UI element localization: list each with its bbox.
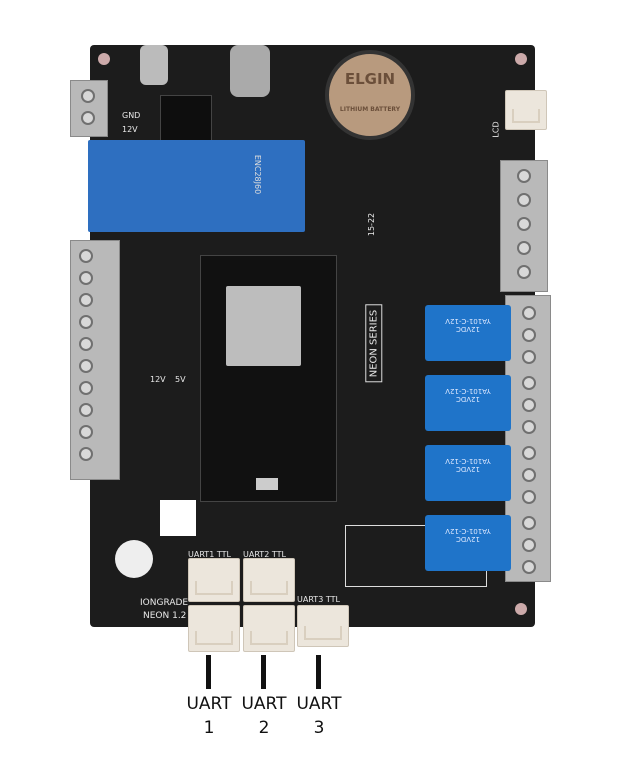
uart1-annotation: UART (186, 694, 232, 714)
mount-hole (515, 53, 527, 65)
relay-rating: 12VDC (456, 325, 480, 333)
lcd-label: LCD (491, 121, 501, 138)
relay-model: YA101-C-12V (445, 527, 491, 535)
relay-model: YA101-C-12V (445, 317, 491, 325)
12v-label: 12V (122, 125, 138, 134)
uart3-pointer (316, 655, 321, 689)
date-code: 15-22 (367, 212, 377, 237)
battery-brand: ELGIN (344, 70, 396, 88)
relay-model: YA101-C-12V (445, 457, 491, 465)
screw-icon (81, 89, 95, 103)
qr-code (160, 500, 196, 536)
uart3-connector-label: UART3 TTL (297, 595, 340, 604)
relay-rating: 12VDC (456, 535, 480, 543)
lcd-connector (505, 90, 547, 130)
uart1-number: 1 (203, 718, 215, 738)
uart3-annotation: UART (296, 694, 342, 714)
output-terminal-block (500, 160, 548, 292)
jumper-12v: 12V (150, 375, 166, 384)
uart1-pointer (206, 655, 211, 689)
uart2-connector (243, 605, 295, 652)
uart2-connector-label: UART2 TTL (243, 550, 286, 559)
module-label: ENC28J60 (253, 154, 263, 195)
screw-icon (81, 111, 95, 125)
relay-model: YA101-C-12V (445, 387, 491, 395)
uart3-number: 3 (313, 718, 325, 738)
gnd-label: GND (122, 111, 141, 120)
series-label: NEON SERIES (365, 304, 383, 383)
esp32-board (200, 255, 337, 502)
uart3-connector (297, 605, 349, 647)
io-terminal-block (70, 240, 120, 480)
ethernet-module: ENC28J60 (88, 140, 305, 232)
brand-label: IONGRADE (140, 598, 189, 608)
uart2-pointer (261, 655, 266, 689)
capacitor (140, 45, 168, 85)
coin-battery: ELGIN LITHIUM BATTERY (325, 50, 415, 140)
regulator-chip (160, 95, 212, 142)
battery-label: LITHIUM BATTERY (339, 106, 401, 113)
capacitor (230, 45, 270, 97)
relay-terminal-block (505, 295, 551, 582)
esp32-module (226, 286, 301, 366)
sticker (115, 540, 153, 578)
uart1-connector-label: UART1 TTL (188, 550, 231, 559)
uart2-connector-top (243, 558, 295, 602)
uart2-number: 2 (258, 718, 270, 738)
relay-rating: 12VDC (456, 465, 480, 473)
power-terminal (70, 80, 108, 137)
relay-rating: 12VDC (456, 395, 480, 403)
uart1-connector (188, 605, 240, 652)
uart1-connector-top (188, 558, 240, 602)
mount-hole (515, 603, 527, 615)
mount-hole (98, 53, 110, 65)
jumper-5v: 5V (175, 375, 186, 384)
uart2-annotation: UART (241, 694, 287, 714)
model-label: NEON 1.2 (143, 611, 187, 621)
usb-port[interactable] (256, 478, 278, 490)
